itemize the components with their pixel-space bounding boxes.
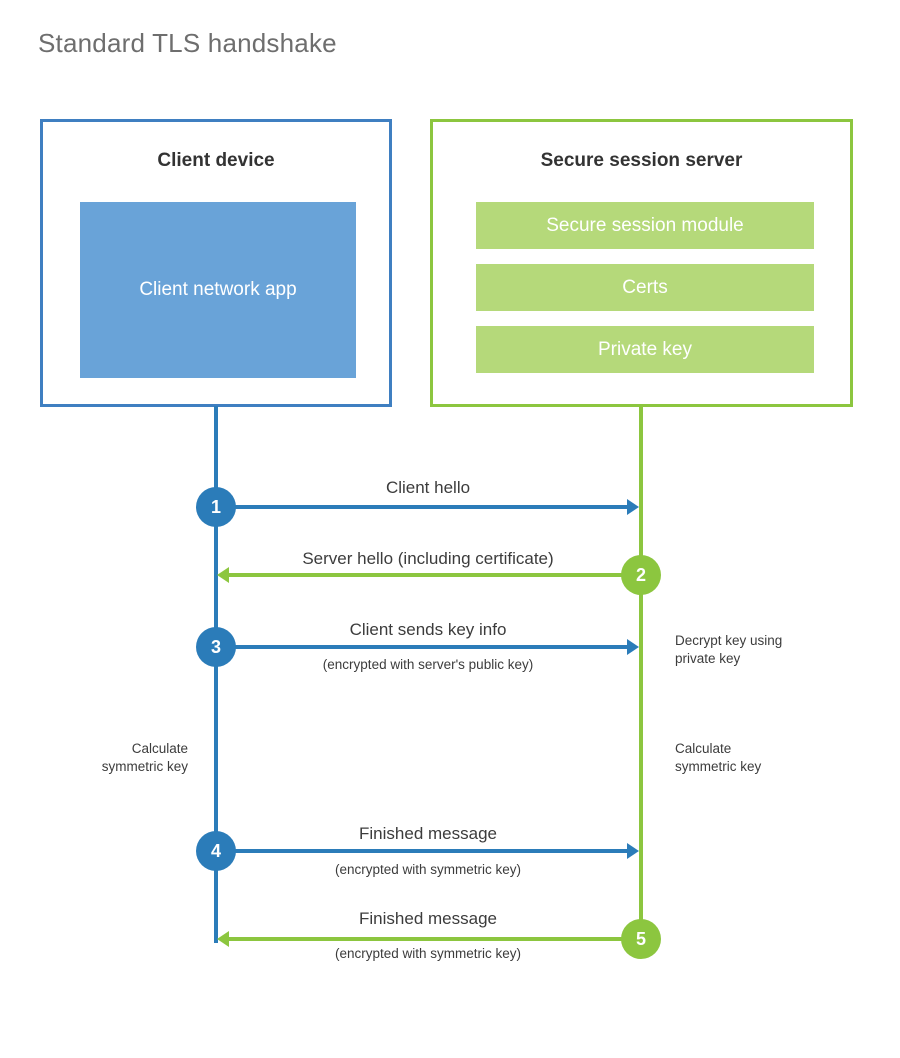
certs-block: Certs bbox=[476, 264, 814, 311]
note-client-calculate-line2: symmetric key bbox=[101, 759, 188, 775]
note-server-calculate-symmetric-key: Calculate symmetric key bbox=[675, 740, 855, 776]
client-lifeline bbox=[214, 406, 218, 943]
arrow-step-4 bbox=[216, 843, 639, 859]
arrowhead-right-icon bbox=[627, 639, 639, 655]
secure-session-server-box: Secure session server Secure session mod… bbox=[430, 119, 853, 407]
note-server-calculate-line2: symmetric key bbox=[675, 759, 762, 775]
arrow-label-step-5: Finished message bbox=[359, 909, 497, 928]
arrow-step-1 bbox=[216, 499, 639, 515]
note-decrypt-key: Decrypt key using private key bbox=[675, 632, 782, 668]
arrow-step-3 bbox=[216, 639, 639, 655]
arrowhead-right-icon bbox=[627, 499, 639, 515]
arrow-step-2 bbox=[217, 567, 640, 583]
arrowhead-left-icon bbox=[217, 931, 229, 947]
note-decrypt-key-line2: private key bbox=[675, 651, 741, 667]
private-key-block: Private key bbox=[476, 326, 814, 373]
note-client-calculate-line1: Calculate bbox=[131, 741, 188, 756]
page-title: Standard TLS handshake bbox=[38, 28, 337, 58]
arrow-sublabel-step-4: (encrypted with symmetric key) bbox=[334, 862, 522, 877]
note-decrypt-key-line1: Decrypt key using bbox=[675, 633, 783, 648]
client-network-app-block: Client network app bbox=[80, 202, 356, 378]
step-marker-4[interactable]: 4 bbox=[196, 831, 236, 871]
secure-session-server-title: Secure session server bbox=[540, 150, 743, 171]
secure-session-module-block: Secure session module bbox=[476, 202, 814, 249]
note-client-calculate-symmetric-key: Calculate symmetric key bbox=[20, 740, 188, 776]
client-device-title: Client device bbox=[157, 150, 275, 171]
arrow-label-step-3: Client sends key info bbox=[349, 620, 507, 639]
step-marker-2[interactable]: 2 bbox=[621, 555, 661, 595]
step-marker-3[interactable]: 3 bbox=[196, 627, 236, 667]
arrowhead-left-icon bbox=[217, 567, 229, 583]
arrow-label-step-1: Client hello bbox=[385, 478, 471, 497]
server-lifeline bbox=[639, 406, 643, 939]
arrow-label-step-2: Server hello (including certificate) bbox=[302, 549, 554, 568]
arrow-label-step-4: Finished message bbox=[359, 824, 497, 843]
step-marker-1[interactable]: 1 bbox=[196, 487, 236, 527]
arrow-step-5 bbox=[217, 931, 640, 947]
arrow-sublabel-step-3: (encrypted with server's public key) bbox=[322, 657, 534, 672]
step-marker-5[interactable]: 5 bbox=[621, 919, 661, 959]
arrow-sublabel-step-5: (encrypted with symmetric key) bbox=[334, 946, 522, 961]
client-device-box: Client device Client network app bbox=[40, 119, 392, 407]
note-server-calculate-line1: Calculate bbox=[675, 741, 732, 756]
arrowhead-right-icon bbox=[627, 843, 639, 859]
